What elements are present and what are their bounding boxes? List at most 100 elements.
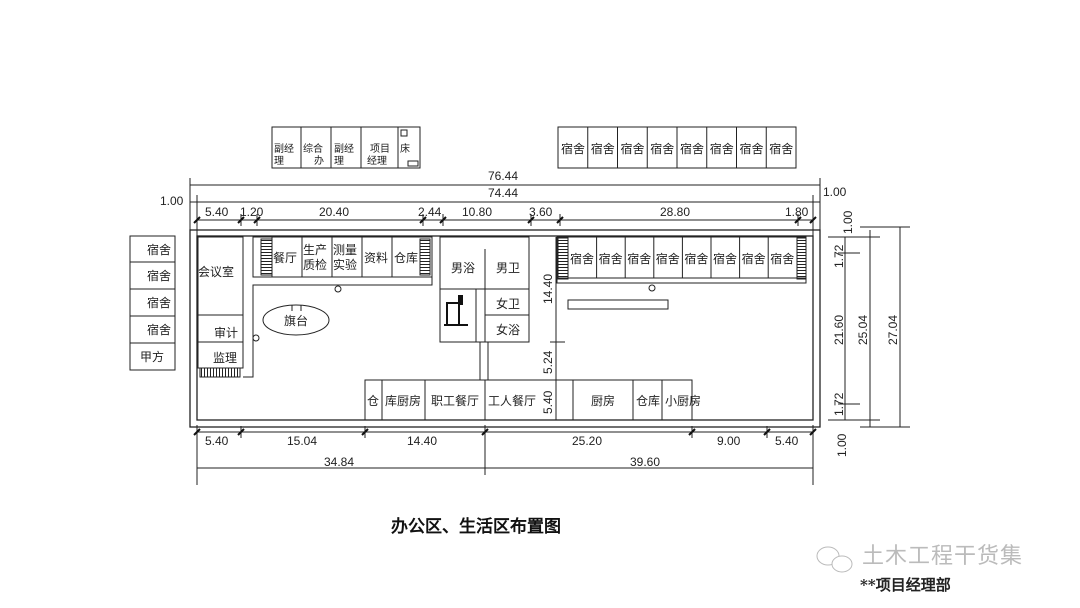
dorm-label: 宿舍 — [591, 141, 615, 156]
room — [129, 342, 176, 371]
room-label: 仓库 — [636, 393, 660, 408]
dorm-label: 宿舍 — [769, 141, 793, 156]
dimension-tick-mark — [809, 216, 817, 224]
dimension-tick-mark — [527, 216, 535, 224]
room-label: 小厨房 — [665, 393, 701, 408]
top-office-block: 副经 理 综合 办 副经 理 项目 经理 床 — [271, 126, 421, 169]
room-label: 仓 — [367, 394, 379, 408]
dim-total-inner: 74.44 — [488, 186, 518, 200]
dim-bottom-total: 39.60 — [630, 455, 660, 469]
room-label: 监理 — [213, 351, 237, 365]
dim-top: 5.40 — [205, 205, 229, 219]
dim-total-outer: 76.44 — [488, 169, 518, 183]
room-label: 测量 — [333, 243, 357, 257]
office-label: 副经 — [334, 142, 354, 155]
site-boundary-outer — [189, 229, 821, 428]
dorm-label: 宿舍 — [627, 251, 651, 266]
lamp-post-icon — [334, 285, 342, 293]
dimension-tick-mark — [809, 428, 817, 436]
dimension-tick-mark — [419, 216, 427, 224]
room-label: 实验 — [333, 257, 357, 272]
dimension-tick-mark — [481, 428, 489, 436]
top-dorm-block: 宿舍宿舍宿舍宿舍宿舍宿舍宿舍宿舍 — [557, 126, 797, 169]
room-label: 女浴 — [496, 322, 520, 337]
dorm-label: 宿舍 — [770, 251, 794, 266]
middle-dimensions: 14.40 5.24 5.40 — [541, 237, 565, 420]
dorm-label: 宿舍 — [710, 141, 734, 156]
dimension-tick-mark — [193, 428, 201, 436]
room-label: 仓库 — [394, 250, 418, 265]
dorm-label: 宿舍 — [656, 251, 680, 266]
dorm-label: 宿舍 — [684, 251, 708, 266]
dim-bottom: 14.40 — [407, 434, 437, 448]
dim-top: 1.20 — [240, 205, 264, 219]
room-label: 女卫 — [496, 296, 520, 311]
dim-middle: 5.40 — [541, 390, 555, 414]
dim-top: 3.60 — [529, 205, 553, 219]
stairs-icon — [557, 237, 569, 280]
dim-right-margin: 1.00 — [823, 185, 847, 199]
stairs-icon — [796, 237, 807, 280]
dorm-label: 宿舍 — [599, 251, 623, 266]
dorm-label: 宿舍 — [713, 251, 737, 266]
office-label: 项目 — [370, 143, 390, 155]
sink-icon — [446, 302, 460, 326]
office-label: 床 — [400, 142, 410, 155]
dim-bottom: 5.40 — [205, 434, 229, 448]
dim-middle: 5.24 — [541, 350, 555, 374]
dim-bottom: 9.00 — [717, 434, 741, 448]
dim-left-margin: 1.00 — [160, 194, 184, 208]
right-dimensions: 1.72 21.60 1.72 25.04 27.04 1.00 — [828, 226, 910, 457]
dim-right: 1.72 — [832, 244, 846, 268]
north-building: 餐厅 生产 质检 测量 实验 资料 仓库 — [252, 236, 433, 278]
room-label: 宿舍 — [147, 268, 171, 283]
dimension-tick-mark — [237, 428, 245, 436]
room-label: 男浴 — [451, 261, 475, 275]
toilet-block: 男浴 男卫 女卫 女浴 — [439, 236, 530, 343]
office-label: 理 — [334, 155, 344, 167]
room-label: 生产 — [303, 243, 327, 257]
dim-middle: 14.40 — [541, 274, 555, 304]
room-label: 工人餐厅 — [488, 393, 536, 408]
dimension-tick-mark — [253, 216, 261, 224]
dim-bottom-margin: 1.00 — [835, 433, 849, 457]
watermark-subtitle: **项目经理部 — [860, 576, 951, 594]
stairs-icon — [419, 238, 431, 276]
dim-top: 10.80 — [462, 205, 492, 219]
dim-right: 1.72 — [832, 392, 846, 416]
dorm-label: 宿舍 — [740, 141, 764, 156]
office-label: 副经 — [274, 142, 294, 155]
dim-top: 28.80 — [660, 205, 690, 219]
dimension-tick-mark — [688, 428, 696, 436]
flag-platform-label: 旗台 — [284, 313, 308, 328]
wechat-icon — [816, 546, 853, 573]
dimension-tick-mark — [556, 216, 564, 224]
dorm-label: 宿舍 — [570, 251, 594, 266]
dorm-label: 宿舍 — [561, 141, 585, 156]
room-label: 厨房 — [591, 393, 615, 408]
room-label: 审计 — [214, 325, 238, 340]
room-label: 会议室 — [198, 264, 234, 279]
corridor-wall — [243, 277, 433, 378]
dim-bottom-total: 34.84 — [324, 455, 354, 469]
dim-right: 21.60 — [832, 315, 846, 345]
dim-top: 20.40 — [319, 205, 349, 219]
dim-bottom: 15.04 — [287, 434, 317, 448]
room-label: 餐厅 — [273, 250, 297, 265]
diagram-title: 办公区、生活区布置图 — [391, 517, 561, 537]
room-label: 男卫 — [496, 261, 520, 275]
stairs-icon — [260, 238, 273, 276]
dim-bottom: 5.40 — [775, 434, 799, 448]
office-label: 综合 — [303, 142, 323, 155]
office-label: 办 — [314, 154, 324, 167]
dorm-label: 宿舍 — [650, 141, 674, 156]
dim-top: 2.44 — [418, 205, 442, 219]
east-dorm-building: 宿舍宿舍宿舍宿舍宿舍宿舍宿舍宿舍 — [556, 236, 807, 284]
watermark-brand: 土木工程干货集 — [862, 544, 1024, 569]
room-label: 质检 — [303, 257, 327, 272]
room-label: 宿舍 — [147, 242, 171, 257]
dim-right-margin-v: 1.00 — [841, 210, 855, 234]
lamp-post-icon — [252, 334, 260, 342]
